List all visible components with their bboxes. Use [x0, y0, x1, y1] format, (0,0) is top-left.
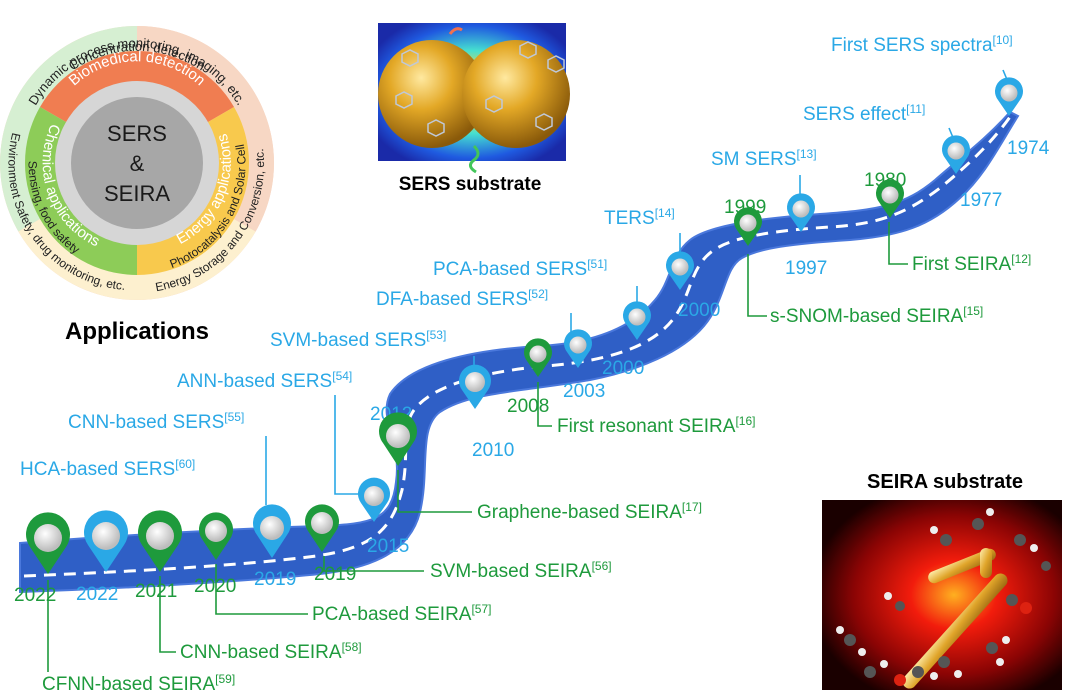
- milestone-pins: [26, 77, 1023, 574]
- label-dfa-based-sers: DFA-based SERS[52]: [376, 287, 548, 310]
- pin-seira-2019: [305, 504, 339, 552]
- seira-substrate-picture: [822, 500, 1062, 690]
- label-pca-based-seira: PCA-based SEIRA[57]: [312, 602, 491, 625]
- label-graphene-based-seira: Graphene-based SEIRA[17]: [477, 500, 702, 523]
- year-seira-2020: 2020: [194, 576, 236, 597]
- pin-sers-2010: [459, 364, 491, 409]
- wheel-center-line2: &: [130, 151, 145, 176]
- pin-seira-2020: [199, 512, 233, 560]
- gold-nanoantenna-short: [928, 548, 996, 584]
- label-first-sers-spectra: First SERS spectra[10]: [831, 33, 1013, 56]
- year-sers-2010: 2010: [472, 440, 514, 461]
- applications-wheel: Concentration detection Dynamic process …: [0, 26, 274, 300]
- label-hca-based-sers: HCA-based SERS[60]: [20, 457, 195, 480]
- pin-sers-2003: [563, 329, 592, 368]
- label-first-seira: First SEIRA[12]: [912, 252, 1031, 275]
- pin-sers-1997: [787, 193, 815, 232]
- label-svm-based-sers: SVM-based SERS[53]: [270, 328, 446, 351]
- year-sers-2003: 2003: [563, 381, 605, 402]
- pin-sers-2000-ters: [666, 251, 694, 290]
- label-sm-sers: SM SERS[13]: [711, 147, 817, 170]
- timeline-road: [19, 110, 1020, 594]
- label-s-snom-based-seira: s-SNOM-based SEIRA[15]: [770, 304, 983, 327]
- pin-sers-2022: [84, 510, 128, 572]
- leader-lines: [47, 69, 1009, 672]
- applications-caption: Applications: [65, 318, 209, 345]
- year-sers-1974: 1974: [1007, 138, 1050, 159]
- pin-sers-2000-pca: [623, 301, 651, 340]
- year-seira-2008: 2008: [507, 396, 549, 417]
- gold-nanosphere-right: [462, 40, 570, 148]
- molecule-atoms: [836, 508, 1051, 686]
- sers-signal-wave-icon: [469, 144, 480, 174]
- label-ters: TERS[14]: [604, 206, 675, 229]
- wheel-center-line3: SEIRA: [104, 181, 170, 206]
- gold-nanoantenna-long: [902, 573, 1008, 689]
- pin-sers-1974: [995, 77, 1023, 116]
- year-sers-2000-pca: 2000: [602, 358, 644, 379]
- year-sers-2022: 2022: [76, 584, 118, 605]
- pin-sers-2019: [253, 504, 291, 558]
- year-sers-1997: 1997: [785, 258, 827, 279]
- wheel-center-line1: SERS: [107, 121, 167, 146]
- pin-seira-2008: [524, 338, 552, 377]
- road-body: [19, 110, 1020, 594]
- pin-sers-1977: [942, 135, 971, 174]
- pin-sers-2015: [358, 477, 391, 522]
- label-cfnn-based-seira: CFNN-based SEIRA[59]: [42, 672, 235, 695]
- label-cnn-based-sers: CNN-based SERS[55]: [68, 410, 244, 433]
- year-sers-2000-ters: 2000: [678, 300, 720, 321]
- year-seira-2019: 2019: [314, 564, 356, 585]
- road-center-dashes: [23, 113, 1014, 578]
- gold-nanoantenna-hook: [980, 548, 992, 578]
- sers-substrate-picture: [378, 23, 570, 174]
- year-seira-2022: 2022: [14, 585, 56, 606]
- sers-substrate-caption: SERS substrate: [399, 174, 542, 195]
- seira-milestone-labels: First SEIRA[12] s-SNOM-based SEIRA[15] F…: [42, 252, 1031, 695]
- pin-seira-2021: [137, 510, 182, 572]
- molecule-icons: [395, 41, 565, 137]
- pin-seira-1980: [876, 179, 905, 218]
- pin-seira-2022: [26, 512, 70, 574]
- year-sers-2015: 2015: [367, 536, 409, 557]
- wheel-core: [71, 97, 203, 229]
- label-sers-effect: SERS effect[11]: [803, 102, 925, 125]
- label-first-resonant-seira: First resonant SEIRA[16]: [557, 414, 755, 437]
- seira-substrate-caption: SEIRA substrate: [867, 471, 1023, 493]
- gold-nanosphere-left: [378, 40, 486, 148]
- year-sers-1977: 1977: [960, 190, 1002, 211]
- pin-seira-2012: [379, 412, 417, 466]
- sers-milestone-labels: First SERS spectra[10] SERS effect[11] S…: [20, 33, 1013, 480]
- label-pca-based-sers: PCA-based SERS[51]: [433, 257, 607, 280]
- label-cnn-based-seira: CNN-based SEIRA[58]: [180, 640, 362, 663]
- year-sers-2019: 2019: [254, 569, 296, 590]
- label-ann-based-sers: ANN-based SERS[54]: [177, 369, 352, 392]
- label-svm-based-seira: SVM-based SEIRA[56]: [430, 559, 612, 582]
- pin-seira-1999: [734, 207, 762, 246]
- laser-wave-icon: [448, 27, 463, 35]
- year-seira-2021: 2021: [135, 581, 177, 602]
